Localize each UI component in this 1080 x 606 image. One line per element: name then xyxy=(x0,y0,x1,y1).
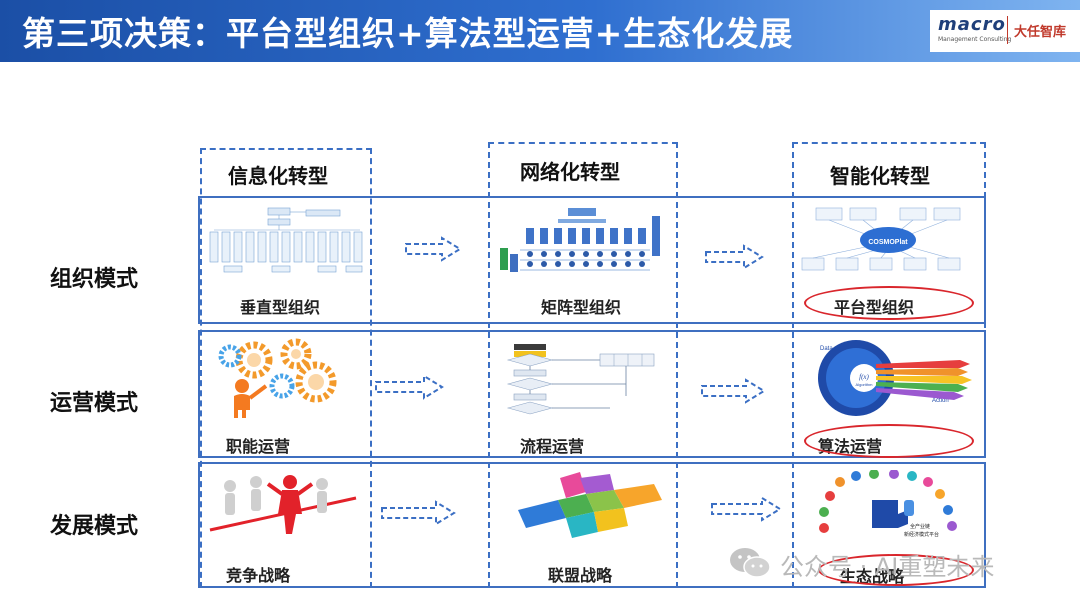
ecosystem-caption-line1: 全产业链 xyxy=(910,523,930,530)
logo-chinese-name: 大任智库 xyxy=(1014,25,1067,40)
platform-org-illustration: COSMOPlat xyxy=(801,207,961,271)
cell-vertical-org: 垂直型组织 xyxy=(240,298,321,317)
alliance-puzzle-illustration xyxy=(518,472,662,538)
highlight-platform-org xyxy=(804,286,974,320)
row-label-operation: 运营模式 xyxy=(50,391,139,416)
algorithm-caption: Algorithm xyxy=(856,382,874,387)
competition-race-illustration xyxy=(209,475,357,534)
cell-process-operation: 流程运营 xyxy=(520,437,585,456)
ecosystem-caption-line2: 新经济模式平台 xyxy=(904,531,939,538)
logo-wordmark: macro xyxy=(938,14,1006,35)
cell-matrix-org: 矩阵型组织 xyxy=(541,298,622,317)
data-label: Data xyxy=(820,346,833,352)
company-logo: macro Management Consulting 大任智库 xyxy=(930,10,1080,52)
matrix-org-chart-illustration xyxy=(500,208,660,272)
arrow-row1-b xyxy=(705,244,764,270)
cosmoplat-label: COSMOPlat xyxy=(868,239,908,246)
slide-title: 第三项决策：平台型组织+算法型运营+生态化发展 xyxy=(22,14,794,53)
arrow-row1-a xyxy=(405,236,462,262)
row-label-organization: 组织模式 xyxy=(50,267,139,292)
cell-alliance-strategy: 联盟战略 xyxy=(548,566,613,585)
row-box-operation xyxy=(198,330,986,458)
row-box-development xyxy=(198,462,986,588)
highlight-ecosystem-strategy xyxy=(818,554,974,586)
fx-formula-label: f(x) xyxy=(859,373,869,381)
row-label-development: 发展模式 xyxy=(50,514,139,539)
vertical-org-chart-illustration xyxy=(209,207,363,273)
ecosystem-illustration: 全产业链 新经济模式平台 xyxy=(819,470,957,538)
arrow-row2-a xyxy=(375,374,444,400)
process-flowchart-illustration xyxy=(506,344,655,415)
arrow-row2-b xyxy=(701,378,766,404)
gears-illustration xyxy=(218,338,337,418)
column-heading-informatization: 信息化转型 xyxy=(228,164,328,188)
cell-competition-strategy: 竞争战略 xyxy=(226,566,291,585)
highlight-algorithm-operation xyxy=(804,424,974,458)
cell-functional-operation: 职能运营 xyxy=(226,437,291,456)
column-heading-intelligent: 智能化转型 xyxy=(830,164,930,188)
algorithm-illustration: f(x) Algorithm Data Action xyxy=(818,340,972,416)
arrow-row3-b xyxy=(711,496,782,522)
wechat-icon xyxy=(730,548,771,578)
arrow-row3-a xyxy=(381,500,456,526)
logo-divider xyxy=(1007,16,1008,44)
row-box-organization xyxy=(198,196,986,324)
title-bar: 第三项决策：平台型组织+算法型运营+生态化发展 macro Management… xyxy=(0,0,1080,62)
watermark-text: 公众号 · AI重塑未来 xyxy=(780,553,995,581)
logo-tagline: Management Consulting xyxy=(938,36,1012,43)
action-label: Action xyxy=(932,398,949,404)
column-heading-networking: 网络化转型 xyxy=(520,160,620,184)
